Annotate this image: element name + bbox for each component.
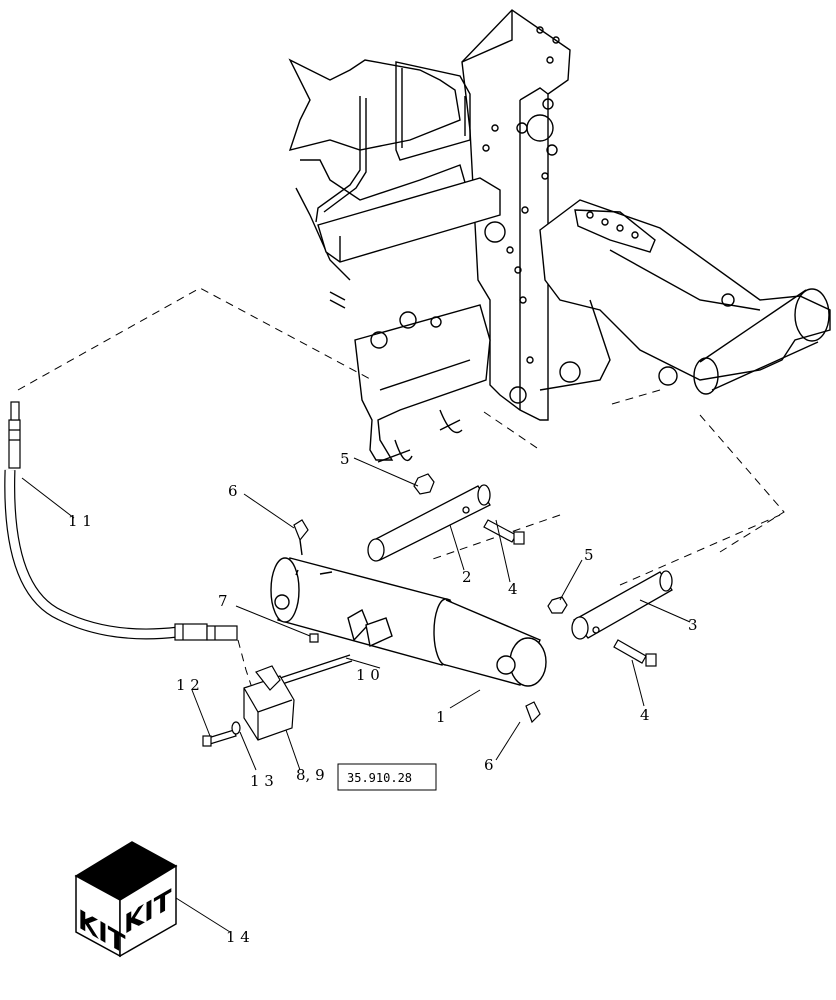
callout-2: 2 xyxy=(462,568,472,586)
callout-12: 1 2 xyxy=(176,676,200,694)
chassis-frame xyxy=(288,9,831,463)
hardware xyxy=(202,473,657,747)
callout-labels: 1 2 3 4 4 5 5 6 6 7 1 0 1 1 1 2 1 3 8, 9… xyxy=(68,450,698,946)
hydraulic-hose xyxy=(4,401,238,641)
assembly-guide-lines xyxy=(17,287,785,689)
callout-5-lower: 5 xyxy=(584,546,594,564)
callout-6-lower: 6 xyxy=(484,756,494,774)
callout-11: 1 1 xyxy=(68,512,92,530)
callout-7: 7 xyxy=(218,592,228,610)
pin-3 xyxy=(571,570,673,640)
callout-4-lower: 4 xyxy=(640,706,650,724)
callout-6-upper: 6 xyxy=(228,482,238,500)
leader-lines xyxy=(21,457,691,933)
reference-box-text: 35.910.28 xyxy=(347,771,412,785)
callout-4-upper: 4 xyxy=(508,580,518,598)
callout-10: 1 0 xyxy=(356,666,380,684)
callout-13: 1 3 xyxy=(250,772,274,790)
callout-8-9: 8, 9 xyxy=(296,766,325,784)
callout-1: 1 xyxy=(436,708,446,726)
callout-3: 3 xyxy=(688,616,698,634)
callout-14: 1 4 xyxy=(226,928,250,946)
pin-2 xyxy=(367,484,491,562)
kit-icon: KIT KIT xyxy=(74,841,178,961)
reference-box[interactable]: 35.910.28 xyxy=(337,763,437,791)
callout-5-upper: 5 xyxy=(340,450,350,468)
hydraulic-cylinder xyxy=(270,539,547,687)
